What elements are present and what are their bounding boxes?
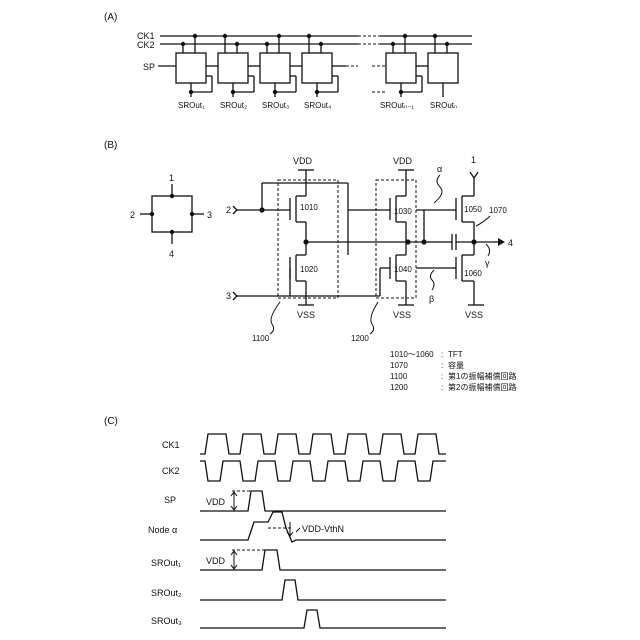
stage-box xyxy=(302,53,332,83)
legend-sep: : xyxy=(441,350,443,359)
signal-label: SROut₃ xyxy=(151,616,182,626)
vdd-label: VDD xyxy=(393,156,413,166)
tft-1040: 1040 xyxy=(390,242,412,305)
node-gamma: γ xyxy=(485,258,490,268)
capacitor-label: 1070 xyxy=(489,206,507,215)
legend-key: 1070 xyxy=(390,361,408,370)
ck2-waveform xyxy=(200,461,446,481)
tft-label: 1050 xyxy=(464,205,482,214)
panel-c: (C) CK1 CK2 SP Node α SROut₁ SROut₂ SROu… xyxy=(104,416,446,628)
block-label-1200: 1200 xyxy=(351,334,369,343)
legend-value: 容量 xyxy=(448,360,464,370)
alpha-leader xyxy=(434,175,442,203)
shift-register-stage xyxy=(302,34,358,97)
shift-register-stage xyxy=(176,34,218,97)
symbol-pin-4: 4 xyxy=(169,249,174,259)
capacitor-leader xyxy=(476,216,490,226)
output-pin-4: 4 xyxy=(508,238,513,248)
legend-value: 第2の振幅補償回路 xyxy=(448,382,516,392)
input-pin-3: 3 xyxy=(226,291,231,301)
tft-label: 1060 xyxy=(464,269,482,278)
srout2-waveform xyxy=(200,580,446,600)
panel-c-label: (C) xyxy=(104,416,118,427)
shift-register-stage xyxy=(218,34,260,97)
signal-label: SP xyxy=(164,495,176,505)
legend-key: 1100 xyxy=(390,372,408,381)
beta-leader xyxy=(430,270,434,290)
tft-1030: 1030 xyxy=(390,170,412,242)
legend: 1010〜1060 : TFT 1070 : 容量 1100 : 第1の振幅補償… xyxy=(390,350,516,392)
signal-label: Node α xyxy=(148,525,177,535)
top-pin-1: 1 xyxy=(471,155,476,165)
block-label-1100: 1100 xyxy=(252,334,270,343)
tft-label: 1020 xyxy=(300,265,318,274)
symbol-pin-1: 1 xyxy=(169,173,174,183)
legend-sep: : xyxy=(441,372,443,381)
output-label: SROut₂ xyxy=(220,101,247,110)
panel-a: (A) CK1 CK2 SP xyxy=(104,12,472,110)
sp-vdd-label: VDD xyxy=(206,497,226,507)
signal-label: SROut₂ xyxy=(151,588,182,598)
srout3-waveform xyxy=(200,610,446,628)
stage-box xyxy=(386,53,416,83)
symbol-box xyxy=(152,196,192,232)
node-beta: β xyxy=(429,294,434,304)
gamma-leader xyxy=(486,244,490,256)
shift-register-stage xyxy=(372,34,428,97)
output-label: SROut₄ xyxy=(304,101,331,110)
shift-register-symbol: 1 2 3 4 xyxy=(130,173,212,259)
tft-label: 1010 xyxy=(300,203,318,212)
legend-value: 第1の振幅補償回路 xyxy=(448,371,516,381)
input-pin-2: 2 xyxy=(226,205,231,215)
ck1-waveform xyxy=(200,434,446,454)
legend-sep: : xyxy=(441,361,443,370)
vss-label: VSS xyxy=(297,310,315,320)
node-alpha: α xyxy=(437,164,442,174)
output-label: SROutₙ xyxy=(430,101,457,110)
panel-b-label: (B) xyxy=(104,140,117,151)
panel-b: (B) 1 2 3 4 VDD VDD VSS VSS VSS xyxy=(104,140,516,392)
clk2-label: CK2 xyxy=(137,40,155,50)
signal-label: CK2 xyxy=(162,466,180,476)
panel-a-label: (A) xyxy=(104,12,117,23)
output-arrow-icon xyxy=(498,238,505,246)
signal-label: SROut₁ xyxy=(151,558,181,568)
out-vdd-label: VDD xyxy=(206,556,226,566)
sp-waveform xyxy=(200,491,446,511)
shift-register-stage xyxy=(428,34,458,97)
output-label: SROut₁ xyxy=(178,101,205,110)
vss-label: VSS xyxy=(393,310,411,320)
block-1100-leader xyxy=(270,302,280,334)
signal-label: CK1 xyxy=(162,440,180,450)
vdd-label: VDD xyxy=(293,156,313,166)
symbol-pin-2: 2 xyxy=(130,210,135,220)
legend-key: 1200 xyxy=(390,383,408,392)
stage-box xyxy=(260,53,290,83)
tft-1010: 1010 xyxy=(290,170,318,242)
tft-label: 1030 xyxy=(394,207,412,216)
legend-key: 1010〜1060 xyxy=(390,350,434,359)
block-1200-leader xyxy=(370,302,378,334)
stage-box xyxy=(428,53,458,83)
output-label: SROutₙ₋₁ xyxy=(380,101,414,110)
compensation-block-1100 xyxy=(278,180,338,298)
vth-leader xyxy=(296,528,300,532)
tft-1060: 1060 xyxy=(452,255,482,305)
legend-sep: : xyxy=(441,383,443,392)
legend-value: TFT xyxy=(448,350,463,359)
stage-box xyxy=(176,53,206,83)
shift-register-stage xyxy=(260,34,302,97)
symbol-pin-3: 3 xyxy=(207,210,212,220)
tft-label: 1040 xyxy=(394,265,412,274)
stage-box xyxy=(218,53,248,83)
srout1-waveform xyxy=(200,550,446,570)
output-label: SROut₃ xyxy=(262,101,289,110)
vss-label: VSS xyxy=(465,310,483,320)
vth-label: VDD-VthN xyxy=(302,524,344,534)
sp-label: SP xyxy=(143,62,155,72)
